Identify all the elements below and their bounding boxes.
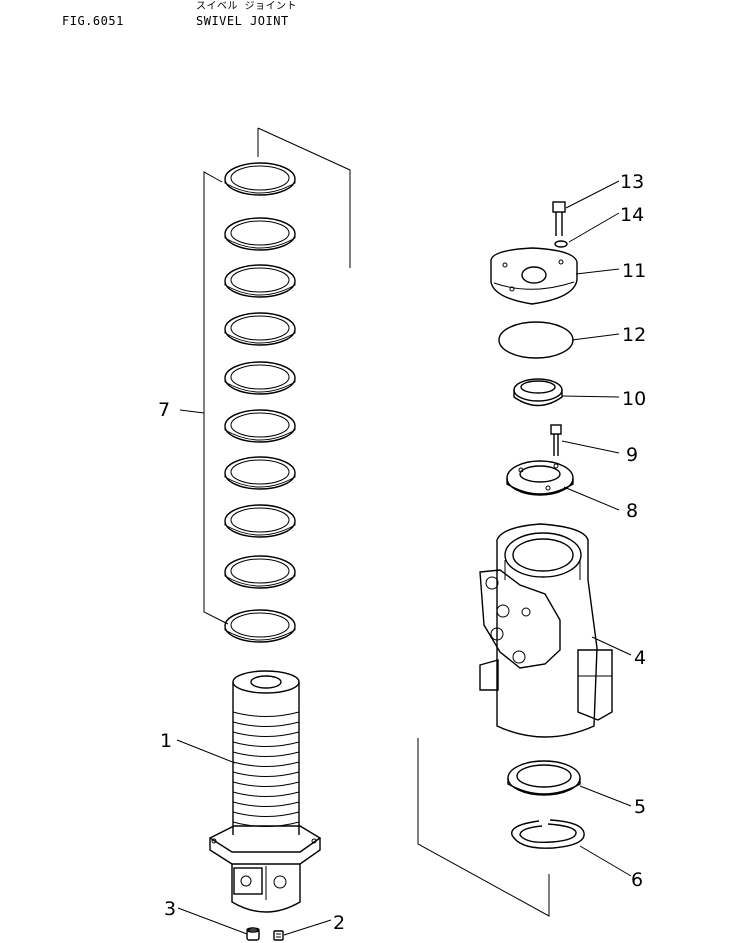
snap-ring-part-6 — [511, 819, 585, 849]
callout-4: 4 — [634, 647, 646, 669]
ring-bracket — [203, 171, 229, 625]
bolt-part-13 — [552, 201, 566, 236]
callout-6: 6 — [631, 869, 643, 891]
seal-ring — [224, 361, 296, 395]
callout-5: 5 — [634, 796, 646, 818]
thrust-ring-part-5 — [507, 760, 581, 796]
group-bracket-line — [257, 127, 351, 268]
seal-ring — [224, 609, 296, 643]
rotor-groove — [232, 731, 300, 737]
callout-14: 14 — [620, 204, 644, 226]
plug-part-2 — [273, 930, 284, 941]
rotor-groove — [232, 721, 300, 727]
figure-id: FIG.6051 — [62, 14, 124, 28]
rotor-groove — [232, 791, 300, 797]
rotor-groove — [232, 811, 300, 817]
housing-part-4 — [479, 523, 613, 738]
cover-part-11 — [490, 247, 578, 305]
callout-9: 9 — [626, 444, 638, 466]
callout-1: 1 — [160, 730, 172, 752]
o-ring-part-12 — [498, 321, 574, 359]
rotor-groove — [232, 781, 300, 787]
washer-part-14 — [554, 240, 568, 248]
seal-ring — [224, 264, 296, 298]
rotor-groove — [232, 771, 300, 777]
right-bracket-line — [417, 738, 550, 917]
callout-12: 12 — [622, 324, 646, 346]
title-japanese: スイベル ジョイント — [196, 1, 298, 12]
callout-3: 3 — [164, 898, 176, 920]
rotor-groove — [232, 711, 300, 717]
seal-ring — [224, 162, 296, 196]
seal-ring — [224, 555, 296, 589]
callout-10: 10 — [622, 388, 646, 410]
callout-13: 13 — [620, 171, 644, 193]
plate-part-8 — [506, 460, 574, 496]
callout-8: 8 — [626, 500, 638, 522]
rotor-groove — [232, 741, 300, 747]
seal-ring — [224, 217, 296, 251]
rotor-shaft — [208, 670, 322, 913]
rotor-groove — [232, 751, 300, 757]
bolt-part-9 — [550, 424, 562, 456]
callout-2: 2 — [333, 912, 345, 934]
title-english: SWIVEL JOINT — [196, 14, 289, 28]
bushing-part-10 — [513, 378, 563, 407]
plug-part-3 — [246, 927, 260, 941]
rotor-groove — [232, 761, 300, 767]
seal-ring-stack — [224, 162, 296, 643]
seal-ring — [224, 504, 296, 538]
callout-11: 11 — [622, 260, 646, 282]
seal-ring — [224, 312, 296, 346]
seal-ring — [224, 456, 296, 490]
rotor-groove — [232, 801, 300, 807]
callout-7: 7 — [158, 399, 170, 421]
seal-ring — [224, 409, 296, 443]
leader-lines — [176, 180, 632, 936]
